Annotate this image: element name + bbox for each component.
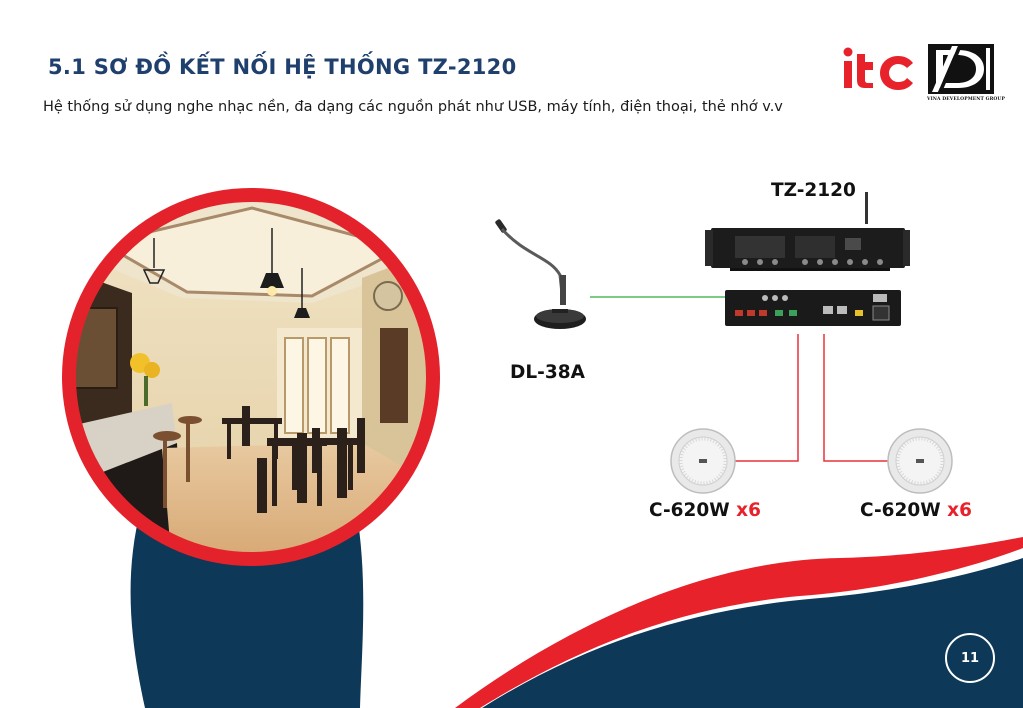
navy-wave-bottom (482, 558, 1023, 708)
speaker-left-device (670, 428, 736, 494)
slide-title: 5.1 SƠ ĐỒ KẾT NỐI HỆ THỐNG TZ-2120 (48, 55, 517, 79)
vdg-logo-caption: VINA DEVELOPMENT GROUP (927, 97, 1005, 102)
amplifier-label: TZ-2120 (771, 180, 856, 201)
slide-description: Hệ thống sử dụng nghe nhạc nền, đa dạng … (43, 99, 783, 115)
microphone-label: DL-38A (510, 362, 585, 383)
speaker-left-label: C-620W x6 (649, 500, 761, 521)
microphone-device (495, 219, 586, 329)
amplifier-device (705, 192, 910, 326)
speaker-right-model: C-620W (860, 500, 941, 521)
page-number-badge: 11 (945, 633, 995, 683)
itc-logo (843, 47, 913, 90)
speaker-right-device (887, 428, 953, 494)
red-accent-right (960, 538, 1023, 552)
speaker-left-quantity: x6 (736, 500, 761, 521)
brand-logos: VINA DEVELOPMENT GROUP (843, 42, 1005, 104)
red-swoosh-bottom (455, 537, 1023, 708)
speaker-right-quantity: x6 (947, 500, 972, 521)
vdg-logo (928, 44, 994, 94)
restaurant-photo (62, 188, 440, 566)
speaker-left-model: C-620W (649, 500, 730, 521)
speaker-right-label: C-620W x6 (860, 500, 972, 521)
